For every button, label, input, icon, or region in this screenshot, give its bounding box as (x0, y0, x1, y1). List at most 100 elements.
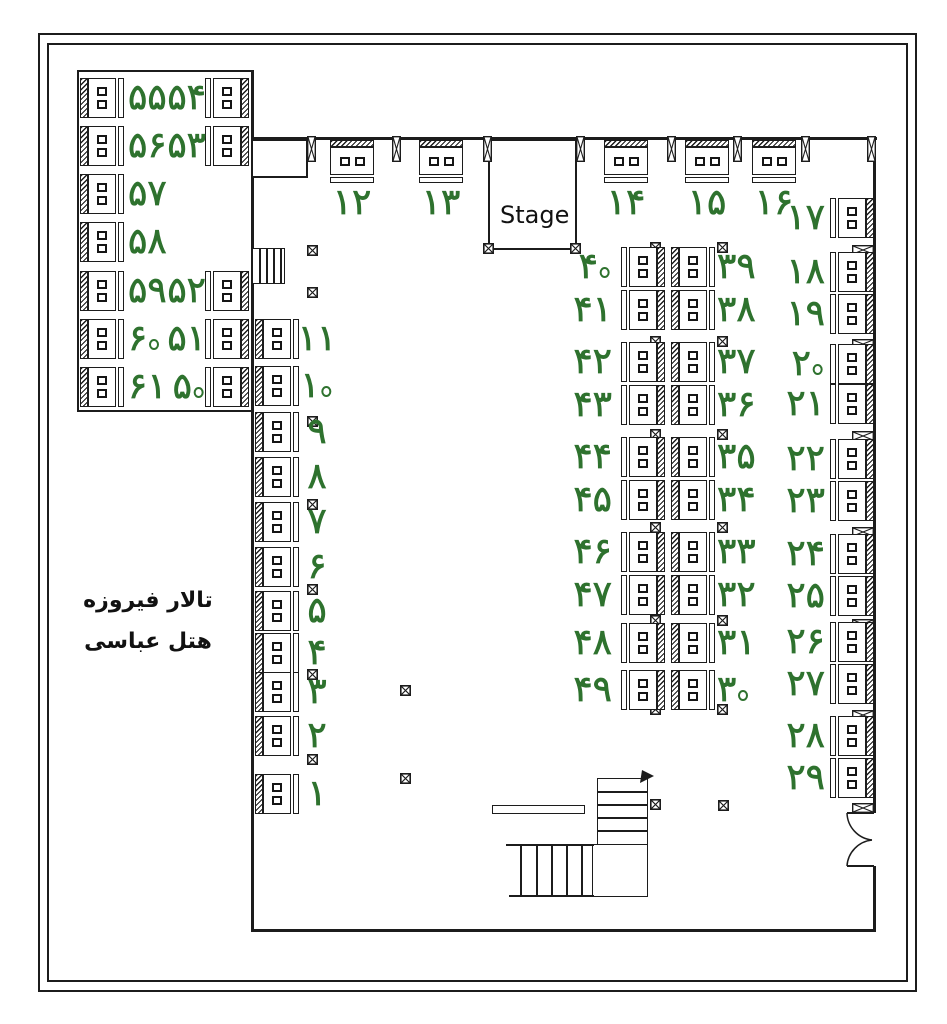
wall-break-symbol (851, 426, 875, 442)
booth-chair (613, 156, 624, 166)
booth-table (293, 457, 299, 497)
wall-break-symbol (482, 135, 492, 163)
booth-box (838, 716, 866, 756)
booth-table (621, 575, 627, 615)
booth-number: ۱۹ (786, 293, 825, 334)
stage (488, 139, 577, 250)
booth-wall-hatch (866, 252, 874, 292)
booth-table (118, 319, 124, 359)
booth-number: ۴۸ (573, 622, 612, 663)
booth (255, 774, 299, 814)
booth-number: ۳ (307, 671, 327, 712)
booth-chair (847, 393, 857, 402)
booth-table (293, 591, 299, 631)
booth-box (263, 591, 291, 631)
booth-wall-hatch (330, 140, 374, 147)
booth-chair (847, 448, 857, 457)
booth-box (679, 385, 707, 425)
booth-table (205, 126, 211, 166)
booth-table (293, 672, 299, 712)
booth-wall-hatch (657, 437, 665, 477)
booth (752, 140, 796, 183)
booth-wall-hatch (255, 319, 263, 359)
booth-chair (688, 446, 698, 455)
booth-chair (638, 394, 648, 403)
booth-wall-hatch (255, 457, 263, 497)
booth-number: ۳۷ (717, 341, 756, 382)
stairs-tread (598, 791, 647, 793)
booth-table (293, 366, 299, 406)
booth-chair (847, 686, 857, 695)
booth-box (838, 481, 866, 521)
booth (255, 412, 299, 452)
booth-number: ۴۱ (573, 289, 612, 330)
booth-box (838, 294, 866, 334)
booth (830, 622, 874, 662)
booth-chair (222, 135, 232, 144)
booth-box (213, 271, 241, 311)
booth-chair (688, 645, 698, 654)
booth-box (629, 575, 657, 615)
booth-box (263, 774, 291, 814)
booth-number: ۴۶ (573, 531, 612, 572)
booth-chair (761, 156, 772, 166)
booth-chair (638, 692, 648, 701)
wall-left (251, 70, 254, 931)
booth-chair (638, 645, 648, 654)
booth-chair (638, 269, 648, 278)
pillar-marker (306, 665, 318, 680)
booth-chair (847, 780, 857, 789)
booth-wall-hatch (866, 576, 874, 616)
booth-box (604, 147, 648, 175)
booth-chair (272, 783, 282, 792)
booth-chair (222, 280, 232, 289)
booth (671, 623, 715, 663)
booth-wall-hatch (255, 716, 263, 756)
booth-number: ۲۲ (786, 438, 825, 479)
booth-table (621, 437, 627, 477)
booth-wall-hatch (866, 198, 874, 238)
booth-chair (272, 328, 282, 337)
stairs-tread-v (566, 845, 568, 896)
booth (621, 290, 665, 330)
booth-number: ۱۲ (332, 182, 372, 223)
booth (830, 198, 874, 238)
wall-break-symbol (851, 798, 875, 814)
booth-chair (638, 459, 648, 468)
booth (255, 547, 299, 587)
booth-number: ۵۳ (167, 125, 206, 166)
booth (255, 591, 299, 631)
booth-box (838, 664, 866, 704)
booth-chair (688, 299, 698, 308)
booth-chair (688, 489, 698, 498)
booth (671, 437, 715, 477)
booth (671, 670, 715, 710)
booth-number: ۱۶ (754, 182, 794, 223)
wall-break-symbol (391, 135, 401, 163)
booth-number: ۱۵ (687, 182, 727, 223)
stairs-lower-top (506, 844, 594, 846)
booth-table (293, 716, 299, 756)
stairs-tread-v (536, 845, 538, 896)
booth-table (293, 774, 299, 814)
booth-wall-hatch (80, 222, 88, 262)
booth-box (629, 342, 657, 382)
wall-break-symbol (732, 135, 742, 163)
pillar-marker (716, 518, 728, 533)
booth-table (709, 575, 715, 615)
booth-wall-hatch (671, 290, 679, 330)
booth (80, 126, 124, 166)
venue-name-line1: تالار فیروزه (83, 588, 213, 613)
booth-chair (847, 261, 857, 270)
booth-box (679, 437, 707, 477)
booth-wall-hatch (671, 623, 679, 663)
booth-box (263, 547, 291, 587)
booth-table (830, 534, 836, 574)
booth-wall-hatch (419, 140, 463, 147)
pillar-marker (306, 495, 318, 510)
booth-table (709, 247, 715, 287)
booth-number: ۵ (307, 590, 327, 631)
booth (621, 623, 665, 663)
booth-chair (847, 585, 857, 594)
